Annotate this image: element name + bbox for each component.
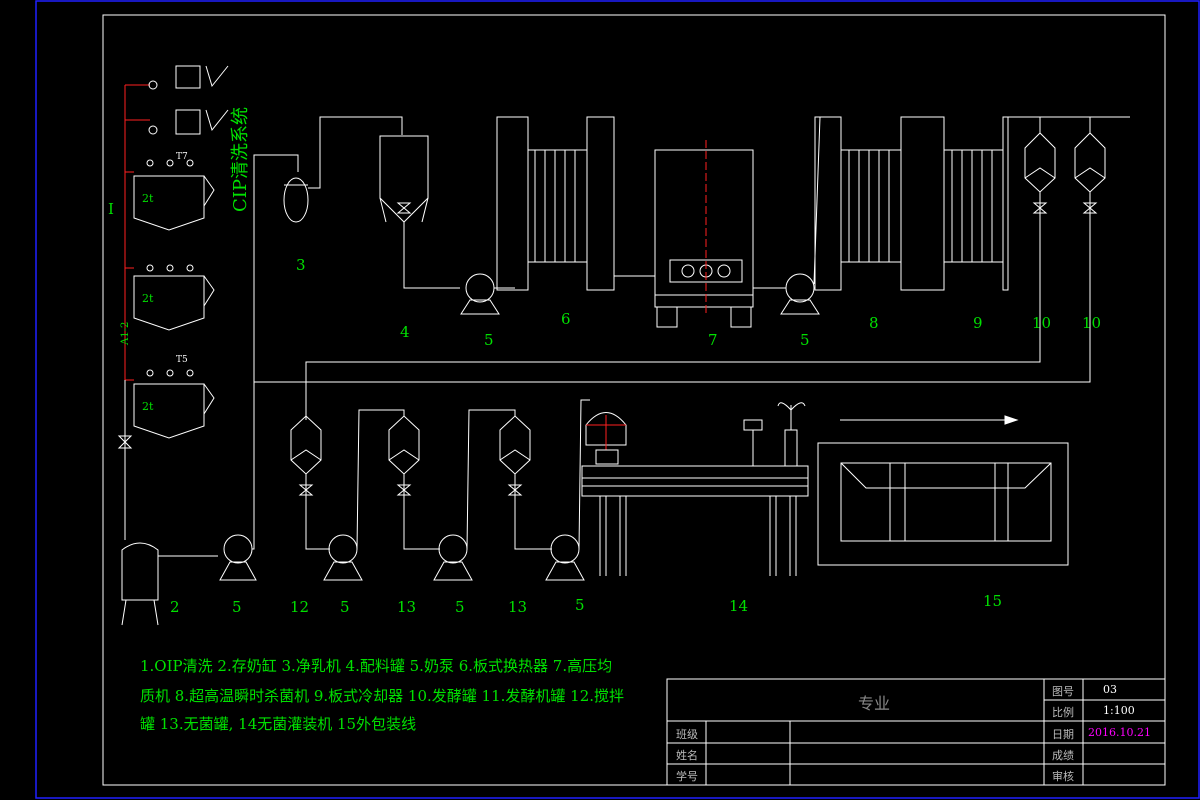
tank-capacity-1: 2t <box>142 192 154 205</box>
drawing-no: 03 <box>1103 683 1117 696</box>
student-id-label: 学号 <box>676 770 698 783</box>
label-5a: 5 <box>232 598 242 616</box>
legend-line-2: 质机 8.超高温瞬时杀菌机 9.板式冷却器 10.发酵罐 11.发酵机罐 12.… <box>140 687 625 705</box>
drawing-no-label: 图号 <box>1052 685 1074 698</box>
uht-sterilizer <box>814 116 945 291</box>
aseptic-tank-2 <box>499 415 552 550</box>
cip-tank-acid <box>133 369 215 439</box>
milk-pump-2 <box>460 273 515 315</box>
label-15: 15 <box>983 592 1003 610</box>
outer-border <box>35 0 1200 799</box>
milk-storage-tank <box>121 542 218 626</box>
date-label: 日期 <box>1052 728 1074 741</box>
packaging-line <box>817 442 1069 566</box>
aseptic-tank-1 <box>388 415 440 550</box>
label-8: 8 <box>869 314 879 332</box>
batching-tank <box>379 135 460 289</box>
scale-value: 1:100 <box>1103 704 1135 717</box>
label-2: 2 <box>170 598 180 616</box>
grade-label: 成绩 <box>1052 749 1074 762</box>
separator <box>283 116 403 223</box>
review-label: 审核 <box>1052 770 1074 783</box>
major-label: 专业 <box>858 694 891 713</box>
label-12: 12 <box>290 598 310 616</box>
label-4: 4 <box>400 323 410 341</box>
legend-line-3: 罐 13.无菌罐, 14无菌灌装机 15外包装线 <box>140 715 417 733</box>
tank-capacity-3: 2t <box>142 400 154 413</box>
label-5f: 5 <box>575 596 585 614</box>
milk-pump-5 <box>433 409 516 581</box>
acid-tank <box>148 65 229 90</box>
label-5c: 5 <box>800 331 810 349</box>
label-10a: 10 <box>1032 314 1052 332</box>
homogenizer <box>654 140 786 328</box>
label-14: 14 <box>729 597 749 615</box>
line-code-label: A1-2 <box>120 321 131 345</box>
label-10b: 10 <box>1082 314 1102 332</box>
milk-pump-1 <box>219 154 299 581</box>
cip-label: I <box>108 200 114 218</box>
mixing-tank <box>290 415 330 550</box>
class-label: 班级 <box>676 728 698 741</box>
label-5e: 5 <box>455 598 465 616</box>
valve-icon <box>117 435 133 449</box>
fermentation-tank-1 <box>305 117 1056 420</box>
label-5b: 5 <box>484 331 494 349</box>
title-block <box>666 678 1166 786</box>
label-13a: 13 <box>397 598 417 616</box>
tag-t7: T7 <box>176 152 188 162</box>
plate-heat-exchanger <box>496 116 655 291</box>
name-label: 姓名 <box>676 749 698 762</box>
milk-pump-4 <box>323 409 405 581</box>
tank-capacity-2: 2t <box>142 292 154 305</box>
label-9: 9 <box>973 314 983 332</box>
date-value: 2016.10.21 <box>1088 726 1151 739</box>
cip-tank-alkali <box>133 264 215 331</box>
cip-system-title: CIP清洗系统 <box>230 107 251 212</box>
cip-system <box>117 65 229 540</box>
legend-line-1: 1.OIP清洗 2.存奶缸 3.净乳机 4.配料罐 5.奶泵 6.板式换热器 7… <box>140 657 613 675</box>
label-3: 3 <box>296 256 306 274</box>
tag-t5: T5 <box>176 355 188 365</box>
label-6: 6 <box>561 310 571 328</box>
milk-pump-3 <box>780 116 840 315</box>
label-13b: 13 <box>508 598 528 616</box>
label-5d: 5 <box>340 598 350 616</box>
scale-label: 比例 <box>1052 706 1074 719</box>
drawing-frame <box>102 14 1166 786</box>
plate-cooler <box>943 116 1130 291</box>
aseptic-filling-machine <box>581 402 809 576</box>
fermentation-tank-2 <box>254 117 1106 383</box>
cip-tank-hot-water <box>133 159 215 231</box>
milk-pump-6 <box>545 399 590 581</box>
flow-direction-arrow <box>840 415 1019 425</box>
alkali-tank <box>148 109 229 135</box>
label-7: 7 <box>708 331 718 349</box>
